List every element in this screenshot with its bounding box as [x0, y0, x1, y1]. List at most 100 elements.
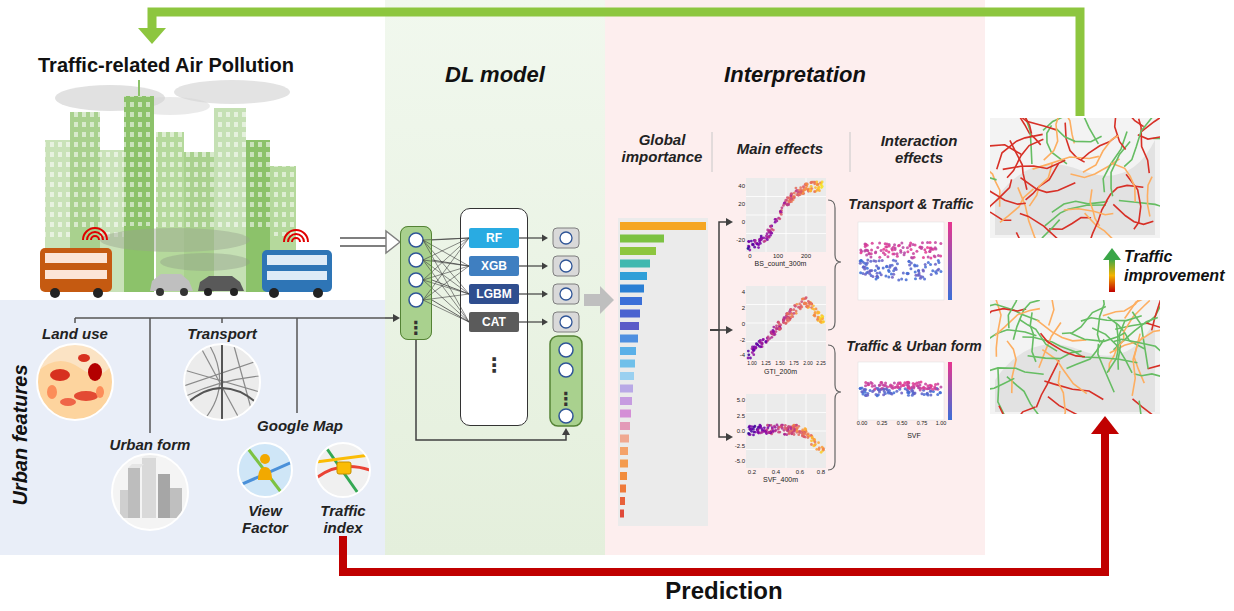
interaction-scatter	[884, 392, 887, 395]
effect-scatter	[815, 181, 818, 184]
interaction-scatter	[870, 252, 873, 255]
node-text: Urban form	[110, 436, 191, 453]
output-layer-art	[559, 409, 573, 423]
interaction-scatter	[899, 381, 902, 384]
network-mesh	[423, 238, 469, 260]
tick-label: 0.75	[913, 421, 931, 427]
city-illustration	[214, 108, 246, 228]
interaction-scatter	[866, 394, 869, 397]
label-box: Interaction effects	[872, 133, 966, 166]
interaction-scatter	[907, 381, 910, 384]
label-box: -2	[731, 337, 745, 343]
interaction-scatter	[889, 392, 892, 395]
interaction-scatter	[876, 272, 879, 275]
effect-scatter	[815, 448, 818, 451]
separator	[850, 132, 851, 172]
interaction-scatter	[891, 252, 894, 255]
interaction-scatter	[859, 262, 862, 265]
label-box: 0	[741, 253, 759, 259]
interaction-scatter	[923, 277, 926, 280]
transport-map	[200, 346, 240, 420]
effect-scatter	[803, 302, 806, 305]
interaction-scatter	[875, 275, 878, 278]
effect-scatter	[821, 181, 824, 184]
interaction-scatter	[908, 244, 911, 247]
interaction-scatter	[911, 392, 914, 395]
effect-scatter	[754, 241, 757, 244]
effect-scatter	[747, 432, 750, 435]
interaction-scatter	[906, 250, 909, 253]
effect-scatter	[806, 436, 809, 439]
input-layer-art	[409, 233, 423, 247]
city-illustration	[156, 288, 164, 296]
effect-scatter	[773, 425, 776, 428]
traffic-map	[1098, 344, 1114, 392]
transport-map	[184, 344, 260, 420]
effect-scatter	[799, 191, 802, 194]
city-illustration	[45, 253, 107, 263]
effect-scatter	[774, 333, 777, 336]
interaction-scatter	[888, 266, 891, 269]
interaction-scatter	[911, 256, 914, 259]
tick-label: 2.5	[731, 413, 745, 419]
connector	[432, 238, 469, 240]
transport-map	[204, 346, 220, 420]
importance-bars	[620, 235, 664, 243]
tick-label: 0	[731, 321, 745, 327]
connector	[519, 263, 548, 270]
interaction-scatter	[882, 388, 885, 391]
effect-scatter	[816, 318, 819, 321]
interaction-scatter	[914, 277, 917, 280]
connector	[519, 291, 548, 298]
interaction-scatter	[903, 253, 906, 256]
land-use-map	[74, 391, 98, 401]
node-text: Transport	[187, 325, 257, 342]
effect-scatter	[772, 330, 775, 333]
interaction-scatter	[859, 248, 862, 251]
network-mesh	[423, 240, 469, 322]
node-text: SVF_400m	[763, 476, 798, 484]
connector	[584, 286, 614, 314]
connector-line	[710, 222, 727, 330]
network-mesh	[423, 280, 469, 322]
effect-scatter	[804, 188, 807, 191]
arrowhead	[138, 28, 166, 44]
effect-scatter	[762, 338, 765, 341]
transport-map	[184, 344, 260, 420]
connector-line	[584, 294, 601, 306]
interaction-scatter	[924, 251, 927, 254]
effect-scatter	[777, 431, 780, 434]
feature-circle: Urban form	[95, 436, 205, 532]
effect-scatter	[759, 345, 762, 348]
importance-bars	[620, 335, 638, 343]
land-use-map	[50, 369, 70, 381]
traffic-map	[990, 161, 1000, 207]
connector-line	[432, 260, 469, 266]
city-illustration	[40, 80, 332, 298]
importance-bars	[620, 422, 630, 430]
effect-scatter	[781, 424, 784, 427]
arrowhead	[726, 433, 733, 441]
interaction-scatter	[917, 269, 920, 272]
transport-map	[221, 344, 223, 420]
interaction-scatter	[939, 254, 942, 257]
view-factor-icon	[238, 443, 292, 497]
connector-line	[385, 317, 394, 319]
connector	[710, 218, 733, 330]
effect-scatter	[804, 297, 807, 300]
tick-label: 5.0	[731, 397, 745, 403]
effect-scatter	[805, 296, 808, 299]
label-box: 1.00	[743, 361, 761, 366]
interaction-scatter	[878, 391, 881, 394]
importance-bars	[620, 322, 639, 330]
tick-label: 0.50	[893, 421, 911, 427]
traffic-index-icon	[316, 443, 370, 497]
effect-scatter	[752, 433, 755, 436]
interaction-scatter	[885, 265, 888, 268]
view-factor-icon	[258, 467, 272, 480]
traffic-map	[1111, 163, 1135, 202]
interaction-scatter	[924, 263, 927, 266]
traffic-map	[1013, 300, 1039, 340]
model-box: RF	[469, 228, 519, 248]
